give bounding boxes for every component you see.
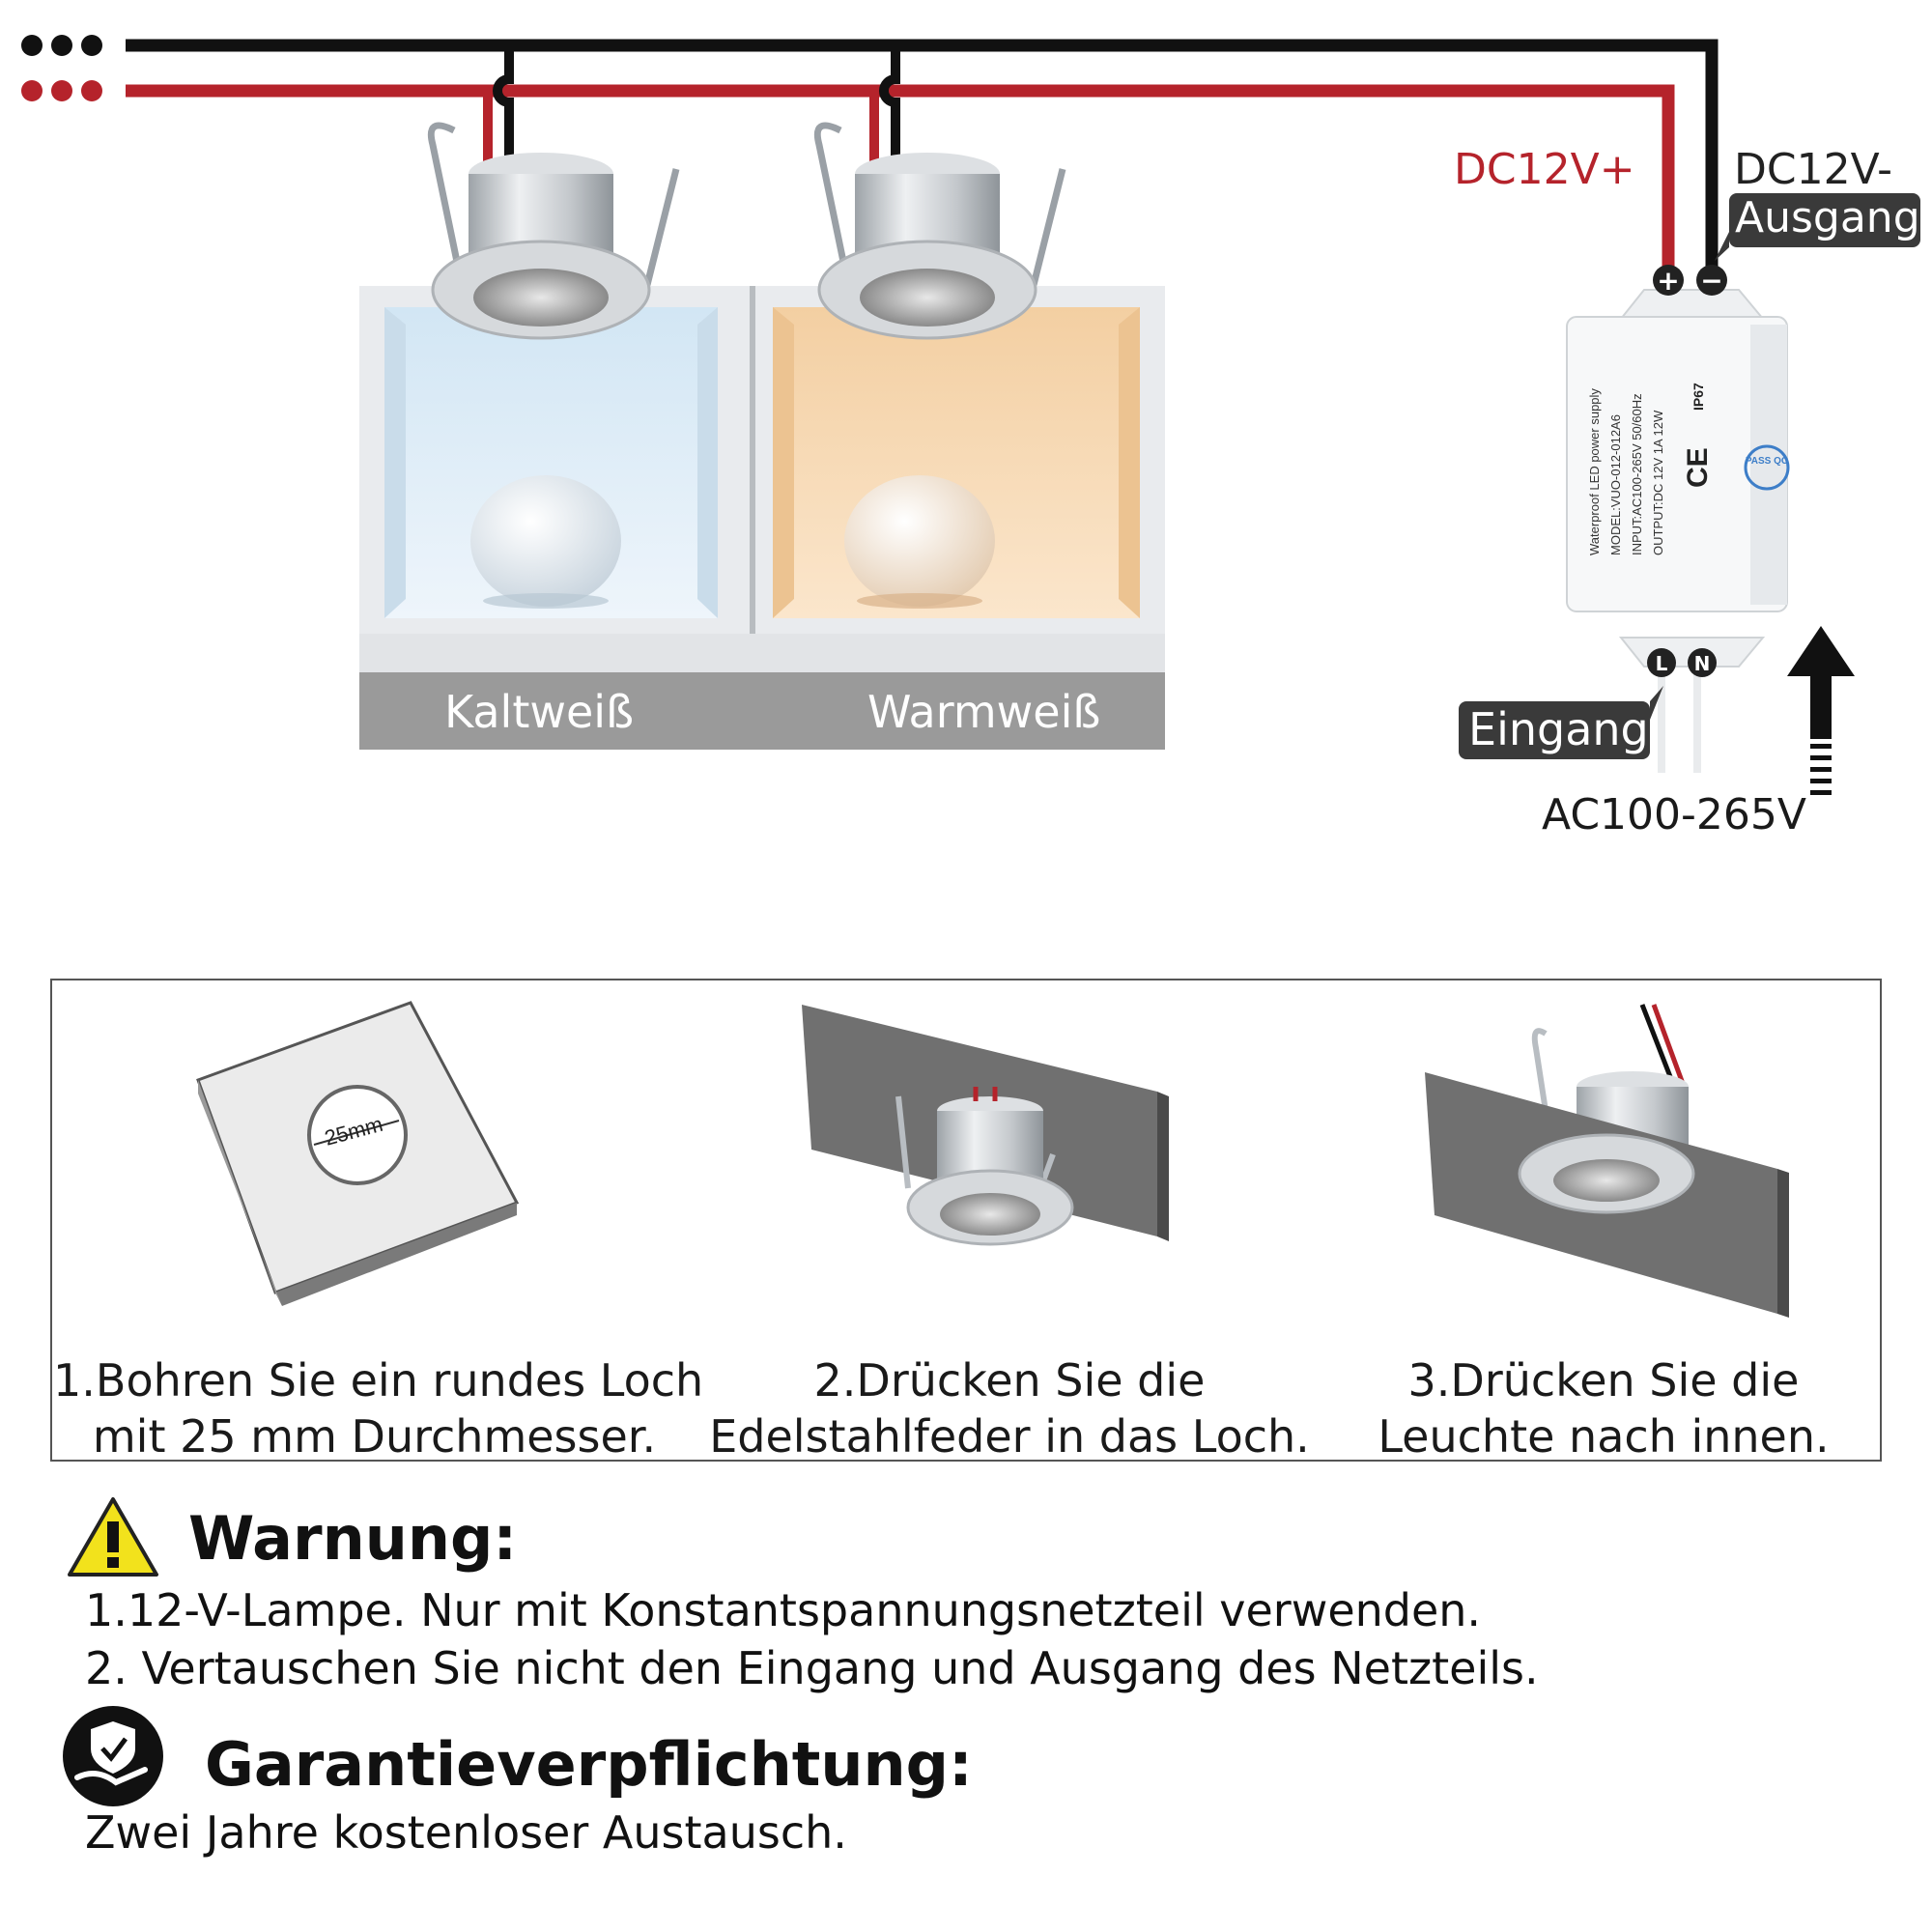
negative-bus-wire	[126, 39, 1719, 280]
installation-step-2: 2.Drücken Sie die Edelstahlfeder in das …	[700, 1352, 1319, 1464]
power-supply-unit: Waterproof LED power supply MODEL:VUO-01…	[1566, 289, 1790, 668]
niche-ledge	[359, 634, 1165, 672]
step2-press-spring	[802, 1005, 1169, 1246]
downlight-lamp-1	[427, 122, 680, 340]
qc-badge: PASS QC	[1746, 456, 1788, 467]
step-1-line-1: 1.Bohren Sie ein rundes Loch	[53, 1354, 704, 1406]
output-tag-bg	[1729, 193, 1920, 247]
svg-text:+: +	[1657, 265, 1679, 297]
dc-positive-label: DC12V+	[1454, 145, 1635, 194]
svg-text:N: N	[1694, 652, 1711, 675]
downlight-lamp-2	[813, 122, 1066, 340]
output-tag: Ausgang	[1735, 193, 1920, 242]
ac-voltage-label: AC100-265V	[1542, 790, 1806, 839]
step-3-line-2: Leuchte nach innen.	[1378, 1410, 1830, 1463]
warning-item-2: 2. Vertauschen Sie nicht den Eingang und…	[85, 1642, 1539, 1694]
psu-label-line-1: Waterproof LED power supply	[1587, 388, 1602, 555]
positive-legend-dots	[21, 80, 102, 101]
step3-press-lamp-in	[1425, 1004, 1789, 1318]
input-tag-bg	[1459, 701, 1650, 759]
input-tag: Eingang	[1468, 703, 1649, 755]
shield-hand-icon	[63, 1706, 163, 1806]
svg-text:−: −	[1700, 265, 1722, 297]
installation-steps-panel	[50, 979, 1882, 1462]
psu-label-line-4: OUTPUT:DC 12V 1A 12W	[1651, 410, 1665, 555]
lamp2-negative-drop	[879, 45, 900, 164]
lamp1-negative-drop	[493, 45, 514, 164]
step1-drilled-plate: 25mm	[196, 1001, 520, 1306]
negative-legend-dots	[21, 35, 102, 56]
dc-negative-label: DC12V-	[1734, 145, 1892, 194]
step-1-line-2: mit 25 mm Durchmesser.	[92, 1410, 657, 1463]
psu-label-line-2: MODEL:VUO-012-012A6	[1608, 414, 1623, 555]
svg-text:L: L	[1656, 652, 1668, 675]
psu-label-line-3: INPUT:AC100-265V 50/60Hz	[1630, 393, 1644, 555]
up-arrow-icon	[1787, 626, 1855, 795]
installation-step-3: 3.Drücken Sie die Leuchte nach innen.	[1333, 1352, 1874, 1464]
warning-title: Warnung:	[188, 1503, 518, 1574]
installation-step-1: 1.Bohren Sie ein rundes Loch mit 25 mm D…	[53, 1352, 704, 1464]
ce-mark: CE	[1682, 447, 1714, 488]
ip-rating: IP67	[1690, 383, 1706, 411]
terminal-l: L	[1647, 648, 1676, 677]
guarantee-title: Garantieverpflichtung:	[205, 1729, 973, 1800]
warm-white-niche	[752, 286, 1165, 634]
step-3-line-1: 3.Drücken Sie die	[1407, 1354, 1800, 1406]
warm-white-label: Warmweiß	[867, 686, 1101, 738]
guarantee-text: Zwei Jahre kostenloser Austausch.	[85, 1806, 847, 1859]
cold-white-niche	[359, 286, 753, 634]
positive-bus-wire	[126, 84, 1675, 280]
step-2-line-2: Edelstahlfeder in das Loch.	[709, 1410, 1310, 1463]
terminal-n: N	[1688, 648, 1717, 677]
warning-triangle-icon	[68, 1497, 158, 1577]
terminal-minus: −	[1696, 265, 1727, 297]
warning-item-1: 1.12-V-Lampe. Nur mit Konstantspannungsn…	[85, 1584, 1482, 1636]
light-color-label-bar	[359, 672, 1165, 750]
cold-white-label: Kaltweiß	[444, 686, 635, 738]
terminal-plus: +	[1653, 265, 1684, 297]
step-2-line-1: 2.Drücken Sie die	[813, 1354, 1206, 1406]
